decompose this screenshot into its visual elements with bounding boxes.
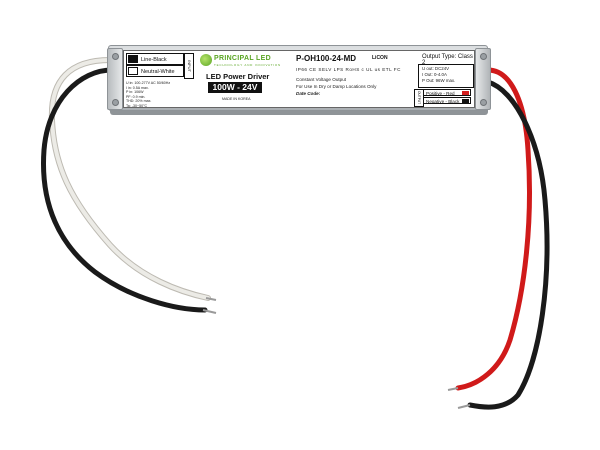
- line-wire-label: Line-Black: [141, 57, 167, 63]
- left-end-cap: [107, 48, 123, 110]
- output-spec-line: P Out: 96W max.: [422, 78, 456, 83]
- output-spec-line: I Out: 0-4.0A: [422, 72, 447, 77]
- power-rating: 100W - 24V: [208, 82, 262, 93]
- screw-icon: [480, 53, 487, 60]
- input-spec-line: THD: 20% max.: [126, 99, 152, 104]
- negative-wire-tip: [457, 404, 471, 409]
- line-color-swatch: [128, 55, 138, 63]
- brand-name: PRINCIPAL LED: [214, 55, 271, 62]
- output-wire-row: Negative - Black: [423, 97, 471, 104]
- model-number: P-OH100-24-MD: [296, 54, 357, 63]
- output-type: Output Type: Class 2: [422, 54, 473, 66]
- output-wire-row: Positive - Red: [423, 89, 471, 96]
- input-specs: U in: 100-277V AC 50/60Hz I in: 0.5A max…: [126, 81, 192, 109]
- screw-icon: [112, 99, 119, 106]
- output-spec-line: U out: DC24V: [422, 66, 450, 71]
- brand-tagline: TECHNOLOGY AND INNOVATION: [214, 63, 282, 67]
- input-spec-line: U in: 100-277V AC 50/60Hz: [126, 81, 171, 85]
- positive-wire-label: Positive - Red: [426, 91, 455, 96]
- brand-logo: PRINCIPAL LED TECHNOLOGY AND INNOVATION: [200, 54, 290, 68]
- usage-note: For Use In Dry or Damp Locations Only: [296, 84, 377, 89]
- input-wiring-block: Line-Black Neutral-White INPUT: [126, 53, 194, 79]
- screw-icon: [112, 53, 119, 60]
- date-code: Date Code:: [296, 91, 321, 96]
- led-power-driver: Line-Black Neutral-White INPUT U in: 100…: [107, 45, 491, 115]
- input-spec-line: I in: 0.5A max.: [126, 85, 149, 90]
- input-wire-row: Neutral-White: [126, 65, 184, 77]
- right-end-cap: [475, 48, 491, 110]
- brand-logo-icon: [200, 54, 212, 66]
- neutral-wire-label: Neutral-White: [141, 69, 175, 75]
- positive-red-wire: [455, 67, 532, 391]
- cv-output-note: Constant Voltage Output: [296, 77, 347, 82]
- certification-marks: IP66 CE SELV LPS RoHS c UL us ETL FC: [296, 67, 401, 72]
- negative-color-swatch: [462, 99, 469, 103]
- input-wire-row: Line-Black: [126, 53, 184, 65]
- made-in: MADE IN KOREA: [222, 97, 251, 101]
- licon-driver-mark: LiCON: [372, 55, 388, 61]
- positive-color-swatch: [462, 91, 469, 95]
- line-black-wire: [40, 67, 208, 313]
- input-tag: INPUT: [184, 53, 194, 79]
- negative-black-wire: [467, 79, 550, 410]
- neutral-wire-tip: [205, 297, 217, 301]
- positive-wire-tip: [447, 387, 459, 391]
- input-spec-line: Ta: -30~50°C: [126, 103, 148, 108]
- screw-icon: [480, 99, 487, 106]
- negative-wire-label: Negative - Black: [426, 99, 460, 104]
- driver-housing: Line-Black Neutral-White INPUT U in: 100…: [107, 45, 491, 111]
- product-label: Line-Black Neutral-White INPUT U in: 100…: [123, 50, 475, 108]
- line-wire-tip: [202, 309, 217, 314]
- product-line: LED Power Driver: [206, 72, 270, 81]
- output-specs: U out: DC24V I Out: 0-4.0A P Out: 96W ma…: [418, 64, 474, 88]
- input-spec-line: P in: 106W: [126, 90, 144, 95]
- neutral-color-swatch: [128, 67, 138, 75]
- input-spec-line: PF: 0.9 min.: [126, 94, 146, 99]
